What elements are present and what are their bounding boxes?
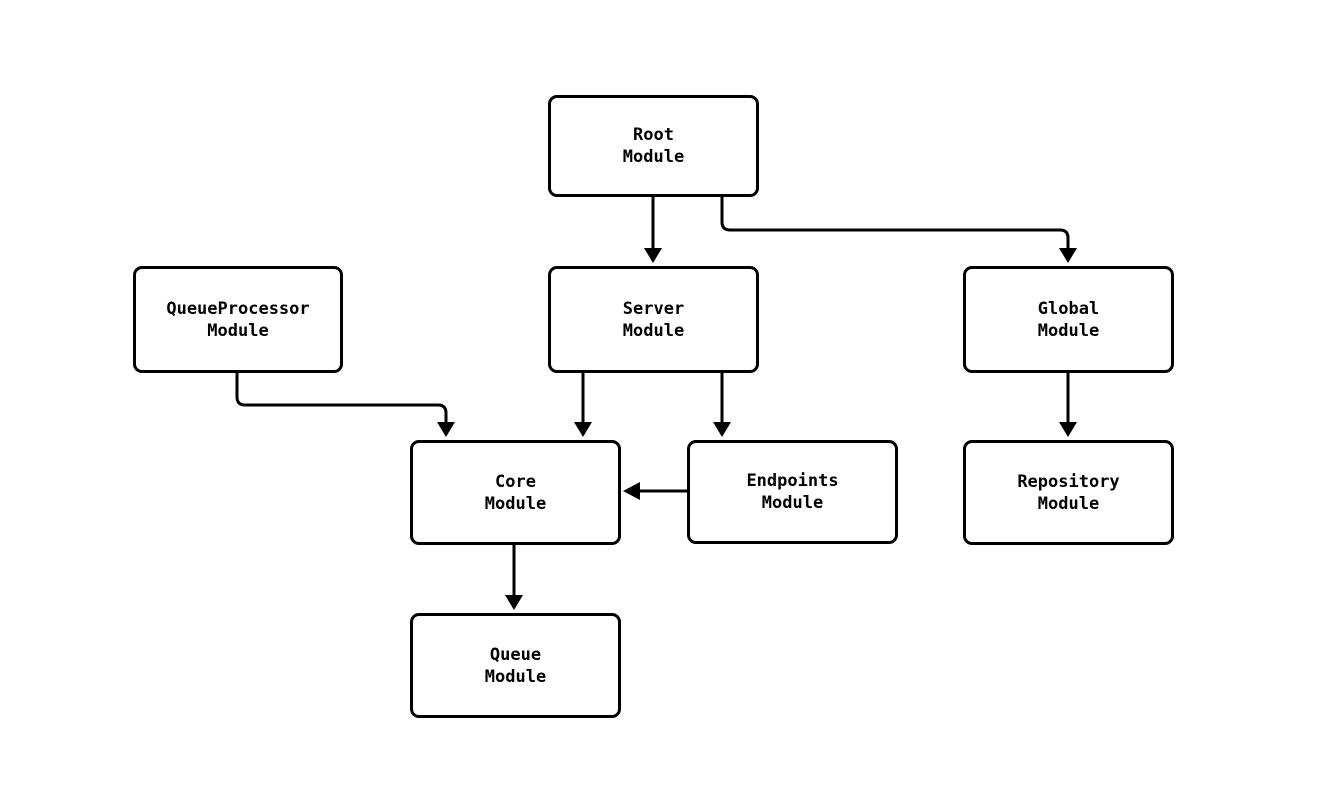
node-core-module[interactable]: Core Module <box>410 440 621 545</box>
node-global-module-label-line1: Global <box>1037 298 1100 319</box>
edge-server-to-endpoints <box>713 373 731 437</box>
node-repository-module[interactable]: Repository Module <box>963 440 1174 545</box>
node-repository-module-label-line2: Module <box>1037 493 1100 514</box>
node-repository-module-label-line1: Repository <box>1017 471 1120 492</box>
node-core-module-label-line2: Module <box>484 493 547 514</box>
node-endpoints-module-label-line1: Endpoints <box>746 471 839 491</box>
node-queue-module[interactable]: Queue Module <box>410 613 621 718</box>
node-queueprocessor-module-label-line2: Module <box>207 320 269 341</box>
node-core-module-label-line1: Core <box>495 471 536 492</box>
node-queueprocessor-module-label-line1: QueueProcessor <box>166 298 310 319</box>
edge-endpoints-to-core <box>623 482 687 500</box>
edge-global-to-repository <box>1059 373 1077 437</box>
edge-queueprocessor-to-core <box>235 373 455 437</box>
node-queue-module-label-line1: Queue <box>489 644 542 665</box>
node-server-module[interactable]: Server Module <box>548 266 759 373</box>
edge-server-to-core <box>574 373 592 437</box>
node-root-module-label-line1: Root <box>633 125 674 145</box>
node-server-module-label-line2: Module <box>622 320 685 341</box>
node-root-module-label-line2: Module <box>622 147 685 167</box>
node-queue-module-label-line2: Module <box>484 666 547 687</box>
node-server-module-label-line1: Server <box>622 298 685 319</box>
node-endpoints-module[interactable]: Endpoints Module <box>687 440 898 544</box>
node-root-module[interactable]: Root Module <box>548 95 759 197</box>
node-queueprocessor-module[interactable]: QueueProcessor Module <box>133 266 343 373</box>
node-global-module[interactable]: Global Module <box>963 266 1174 373</box>
node-global-module-label-line2: Module <box>1037 320 1100 341</box>
edge-root-to-server <box>644 197 662 263</box>
node-endpoints-module-label-line2: Module <box>761 493 824 513</box>
edge-root-to-global <box>720 197 1077 263</box>
edge-core-to-queue <box>505 545 523 610</box>
